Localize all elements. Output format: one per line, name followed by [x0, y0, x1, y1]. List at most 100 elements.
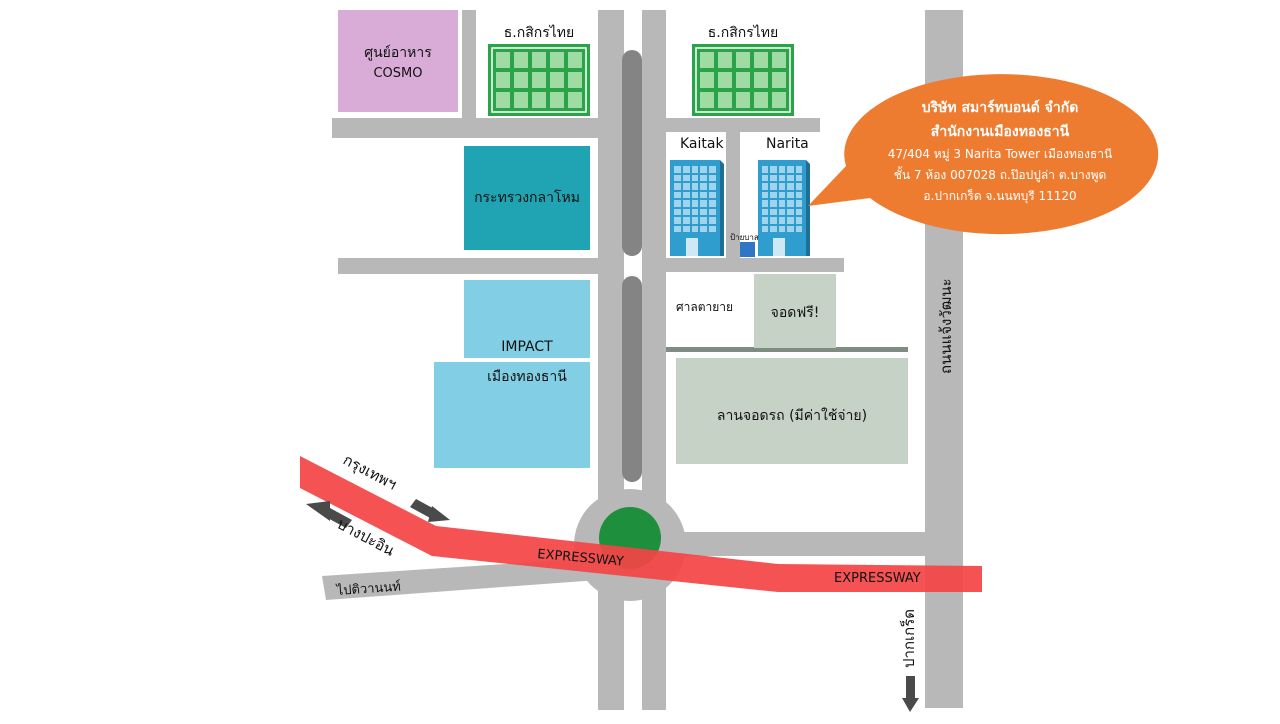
impact-block-lower: [434, 362, 590, 468]
window-pane: [787, 208, 794, 215]
expressway: [300, 456, 982, 592]
window-pane: [787, 191, 794, 198]
narita-door: [773, 238, 785, 256]
window-pane: [795, 191, 802, 198]
cosmo-food-court: [338, 10, 458, 112]
window-pane: [674, 183, 681, 190]
window-pane: [700, 200, 708, 207]
bank-right-label: ธ.กสิกรไทย: [707, 25, 779, 41]
window-pane: [532, 52, 546, 68]
window-pane: [787, 217, 794, 224]
window-pane: [770, 225, 777, 232]
window-pane: [674, 191, 681, 198]
window-pane: [700, 174, 708, 181]
window-pane: [691, 191, 699, 198]
company-name: บริษัท สมาร์ทบอนด์ จำกัด: [921, 100, 1079, 116]
road-main-right: [642, 10, 666, 710]
paid-parking-label: ลานจอดรถ (มีค่าใช้จ่าย): [716, 408, 868, 424]
free-parking-area: [754, 274, 836, 348]
impact-label-line2: เมืองทองธานี: [487, 369, 567, 385]
window-pane: [762, 208, 769, 215]
window-pane: [787, 200, 794, 207]
window-pane: [770, 191, 777, 198]
free-parking-label: จอดฟรี!: [770, 305, 820, 321]
window-pane: [778, 183, 786, 190]
window-pane: [778, 166, 786, 173]
arrow-bangkok-icon: [410, 499, 450, 522]
window-pane: [700, 183, 708, 190]
arrow-pak-kret-icon: [902, 676, 919, 712]
window-pane: [709, 191, 716, 198]
window-pane: [682, 217, 690, 224]
road-tiwanon: [322, 558, 598, 600]
window-pane: [691, 174, 699, 181]
address-bubble: [808, 74, 1159, 235]
window-pane: [795, 225, 802, 232]
window-pane: [762, 174, 769, 181]
window-pane: [700, 217, 708, 224]
road-lower-right: [664, 532, 928, 556]
window-pane: [778, 208, 786, 215]
bank-left-label: ธ.กสิกรไทย: [503, 25, 575, 41]
window-pane: [718, 52, 732, 68]
window-pane: [550, 92, 564, 108]
window-pane: [778, 191, 786, 198]
window-pane: [568, 52, 582, 68]
window-pane: [682, 208, 690, 215]
window-pane: [674, 208, 681, 215]
bank-right-windows: [700, 52, 786, 108]
window-pane: [762, 200, 769, 207]
window-pane: [514, 72, 528, 88]
window-pane: [709, 200, 716, 207]
window-pane: [718, 72, 732, 88]
window-pane: [762, 166, 769, 173]
window-pane: [709, 208, 716, 215]
window-pane: [532, 72, 546, 88]
window-pane: [772, 92, 786, 108]
window-pane: [787, 183, 794, 190]
road-mid-left: [338, 258, 600, 274]
window-pane: [772, 52, 786, 68]
road-main-left: [598, 10, 624, 710]
road-kaitak-side: [726, 130, 740, 260]
window-pane: [795, 208, 802, 215]
kaitak-door: [686, 238, 698, 256]
window-pane: [532, 92, 546, 108]
window-pane: [762, 225, 769, 232]
window-pane: [674, 225, 681, 232]
impact-block-upper: [464, 280, 590, 358]
window-pane: [674, 174, 681, 181]
window-pane: [700, 225, 708, 232]
window-pane: [691, 225, 699, 232]
address-bubble-text: บริษัท สมาร์ทบอนด์ จำกัด สำนักงานเมืองทอ…: [852, 96, 1148, 207]
window-pane: [568, 92, 582, 108]
window-pane: [778, 225, 786, 232]
window-pane: [691, 183, 699, 190]
window-pane: [691, 166, 699, 173]
tiwanon-label: ไปติวานนท์: [336, 579, 402, 599]
window-pane: [550, 52, 564, 68]
window-pane: [682, 225, 690, 232]
road-parking-divider: [666, 347, 908, 352]
road-cosmo-side: [462, 10, 476, 120]
window-pane: [718, 92, 732, 108]
window-pane: [787, 174, 794, 181]
window-pane: [550, 72, 564, 88]
ministry-of-defence: [464, 146, 590, 250]
window-pane: [795, 166, 802, 173]
window-pane: [762, 183, 769, 190]
window-pane: [674, 200, 681, 207]
window-pane: [709, 217, 716, 224]
window-pane: [682, 200, 690, 207]
kaitak-windows: [674, 166, 716, 232]
window-pane: [691, 217, 699, 224]
window-pane: [736, 52, 750, 68]
road-jaengwattana-label: ถนนแจ้งวัฒนะ: [937, 278, 955, 374]
window-pane: [754, 72, 768, 88]
window-pane: [770, 174, 777, 181]
window-pane: [700, 52, 714, 68]
window-pane: [496, 72, 510, 88]
narita-label: Narita: [766, 136, 809, 152]
bus-stop-marker: [740, 242, 755, 257]
